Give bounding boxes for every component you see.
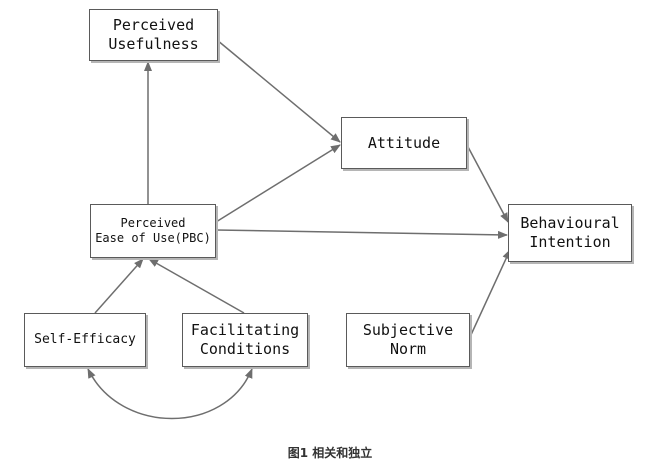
arrow-self-efficacy-to-perceived-ease-of-use <box>94 258 144 314</box>
behavioural-intention-node: Behavioural Intention <box>508 204 632 262</box>
arrow-attitude-to-behavioural-intention <box>466 144 509 223</box>
perceived-ease-of-use-node: Perceived Ease of Use(PBC) <box>90 204 216 258</box>
attitude-label: Attitude <box>367 133 441 152</box>
attitude-node: Attitude <box>341 117 467 169</box>
perceived-usefulness-node: Perceived Usefulness <box>89 9 218 61</box>
facilitating-conditions-node: Facilitating Conditions <box>182 313 308 367</box>
behavioural-intention-label: Behavioural Intention <box>520 214 620 251</box>
facilitating-conditions-label: Facilitating Conditions <box>190 321 300 358</box>
self-efficacy-label: Self-Efficacy <box>34 331 136 347</box>
edge-group <box>87 39 511 420</box>
perceived-usefulness-label: Perceived Usefulness <box>108 16 199 53</box>
correlation-curve-self_efficacy-facilitating_conditions <box>87 368 253 420</box>
perceived-ease-of-use-label: Perceived Ease of Use(PBC) <box>95 216 211 245</box>
arrow-facilitating-conditions-to-perceived-ease-of-use <box>148 258 245 314</box>
subjective-norm-label: Subjective Norm <box>362 321 454 358</box>
arrow-perceived-ease-of-use-to-attitude <box>215 144 341 223</box>
self-efficacy-node: Self-Efficacy <box>24 313 146 367</box>
arrow-perceived-usefulness-to-attitude <box>216 39 341 143</box>
subjective-norm-node: Subjective Norm <box>346 313 470 367</box>
arrow-perceived-ease-of-use-to-behavioural-intention <box>215 229 508 239</box>
figure-caption: 图1 相关和独立 <box>287 446 373 460</box>
arrow-subjective-norm-to-behavioural-intention <box>469 249 511 338</box>
